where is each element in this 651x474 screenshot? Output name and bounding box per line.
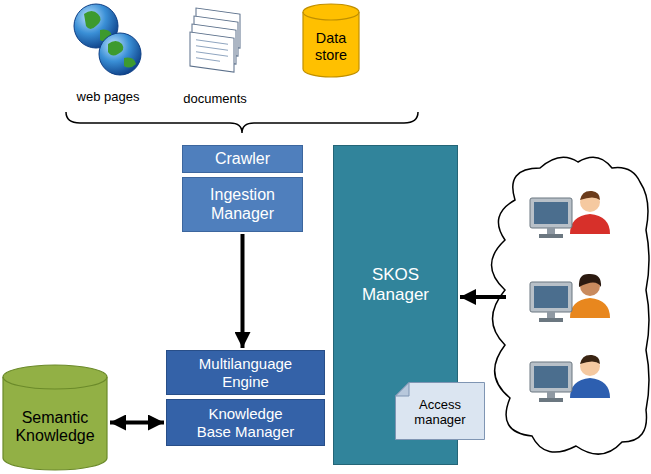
datastore-cylinder: Data store: [302, 4, 360, 78]
node-text: Access manager: [404, 398, 476, 428]
process-box: Crawler: [182, 145, 303, 173]
brace: [66, 112, 418, 133]
source-label: documents: [165, 91, 265, 106]
user-icon: [530, 274, 610, 322]
node-text: Crawler: [215, 150, 270, 168]
user-icon: [530, 355, 610, 402]
node-text: Knowledge Base Manager: [190, 405, 302, 440]
node-text: Data store: [305, 30, 357, 63]
node-text: Multilanguage Engine: [186, 355, 306, 390]
knowledge-cylinder: Semantic Knowledge: [2, 365, 108, 471]
node-text: Ingestion Manager: [193, 186, 293, 223]
node-text: SKOS Manager: [351, 265, 441, 304]
process-box: Multilanguage Engine: [166, 350, 325, 395]
note-box: Access manager: [395, 382, 485, 440]
node-text: Semantic Knowledge: [7, 409, 103, 446]
flow-arrow: [110, 421, 164, 425]
users-cloud: [492, 157, 650, 454]
globe-icon: [99, 33, 141, 75]
process-box: Ingestion Manager: [182, 177, 303, 232]
documents-icon: [190, 8, 240, 72]
process-box: Knowledge Base Manager: [166, 399, 325, 446]
users-arrow: [460, 295, 506, 299]
source-label: web pages: [58, 89, 158, 104]
user-icon: [530, 191, 610, 238]
flow-arrow: [241, 234, 245, 348]
